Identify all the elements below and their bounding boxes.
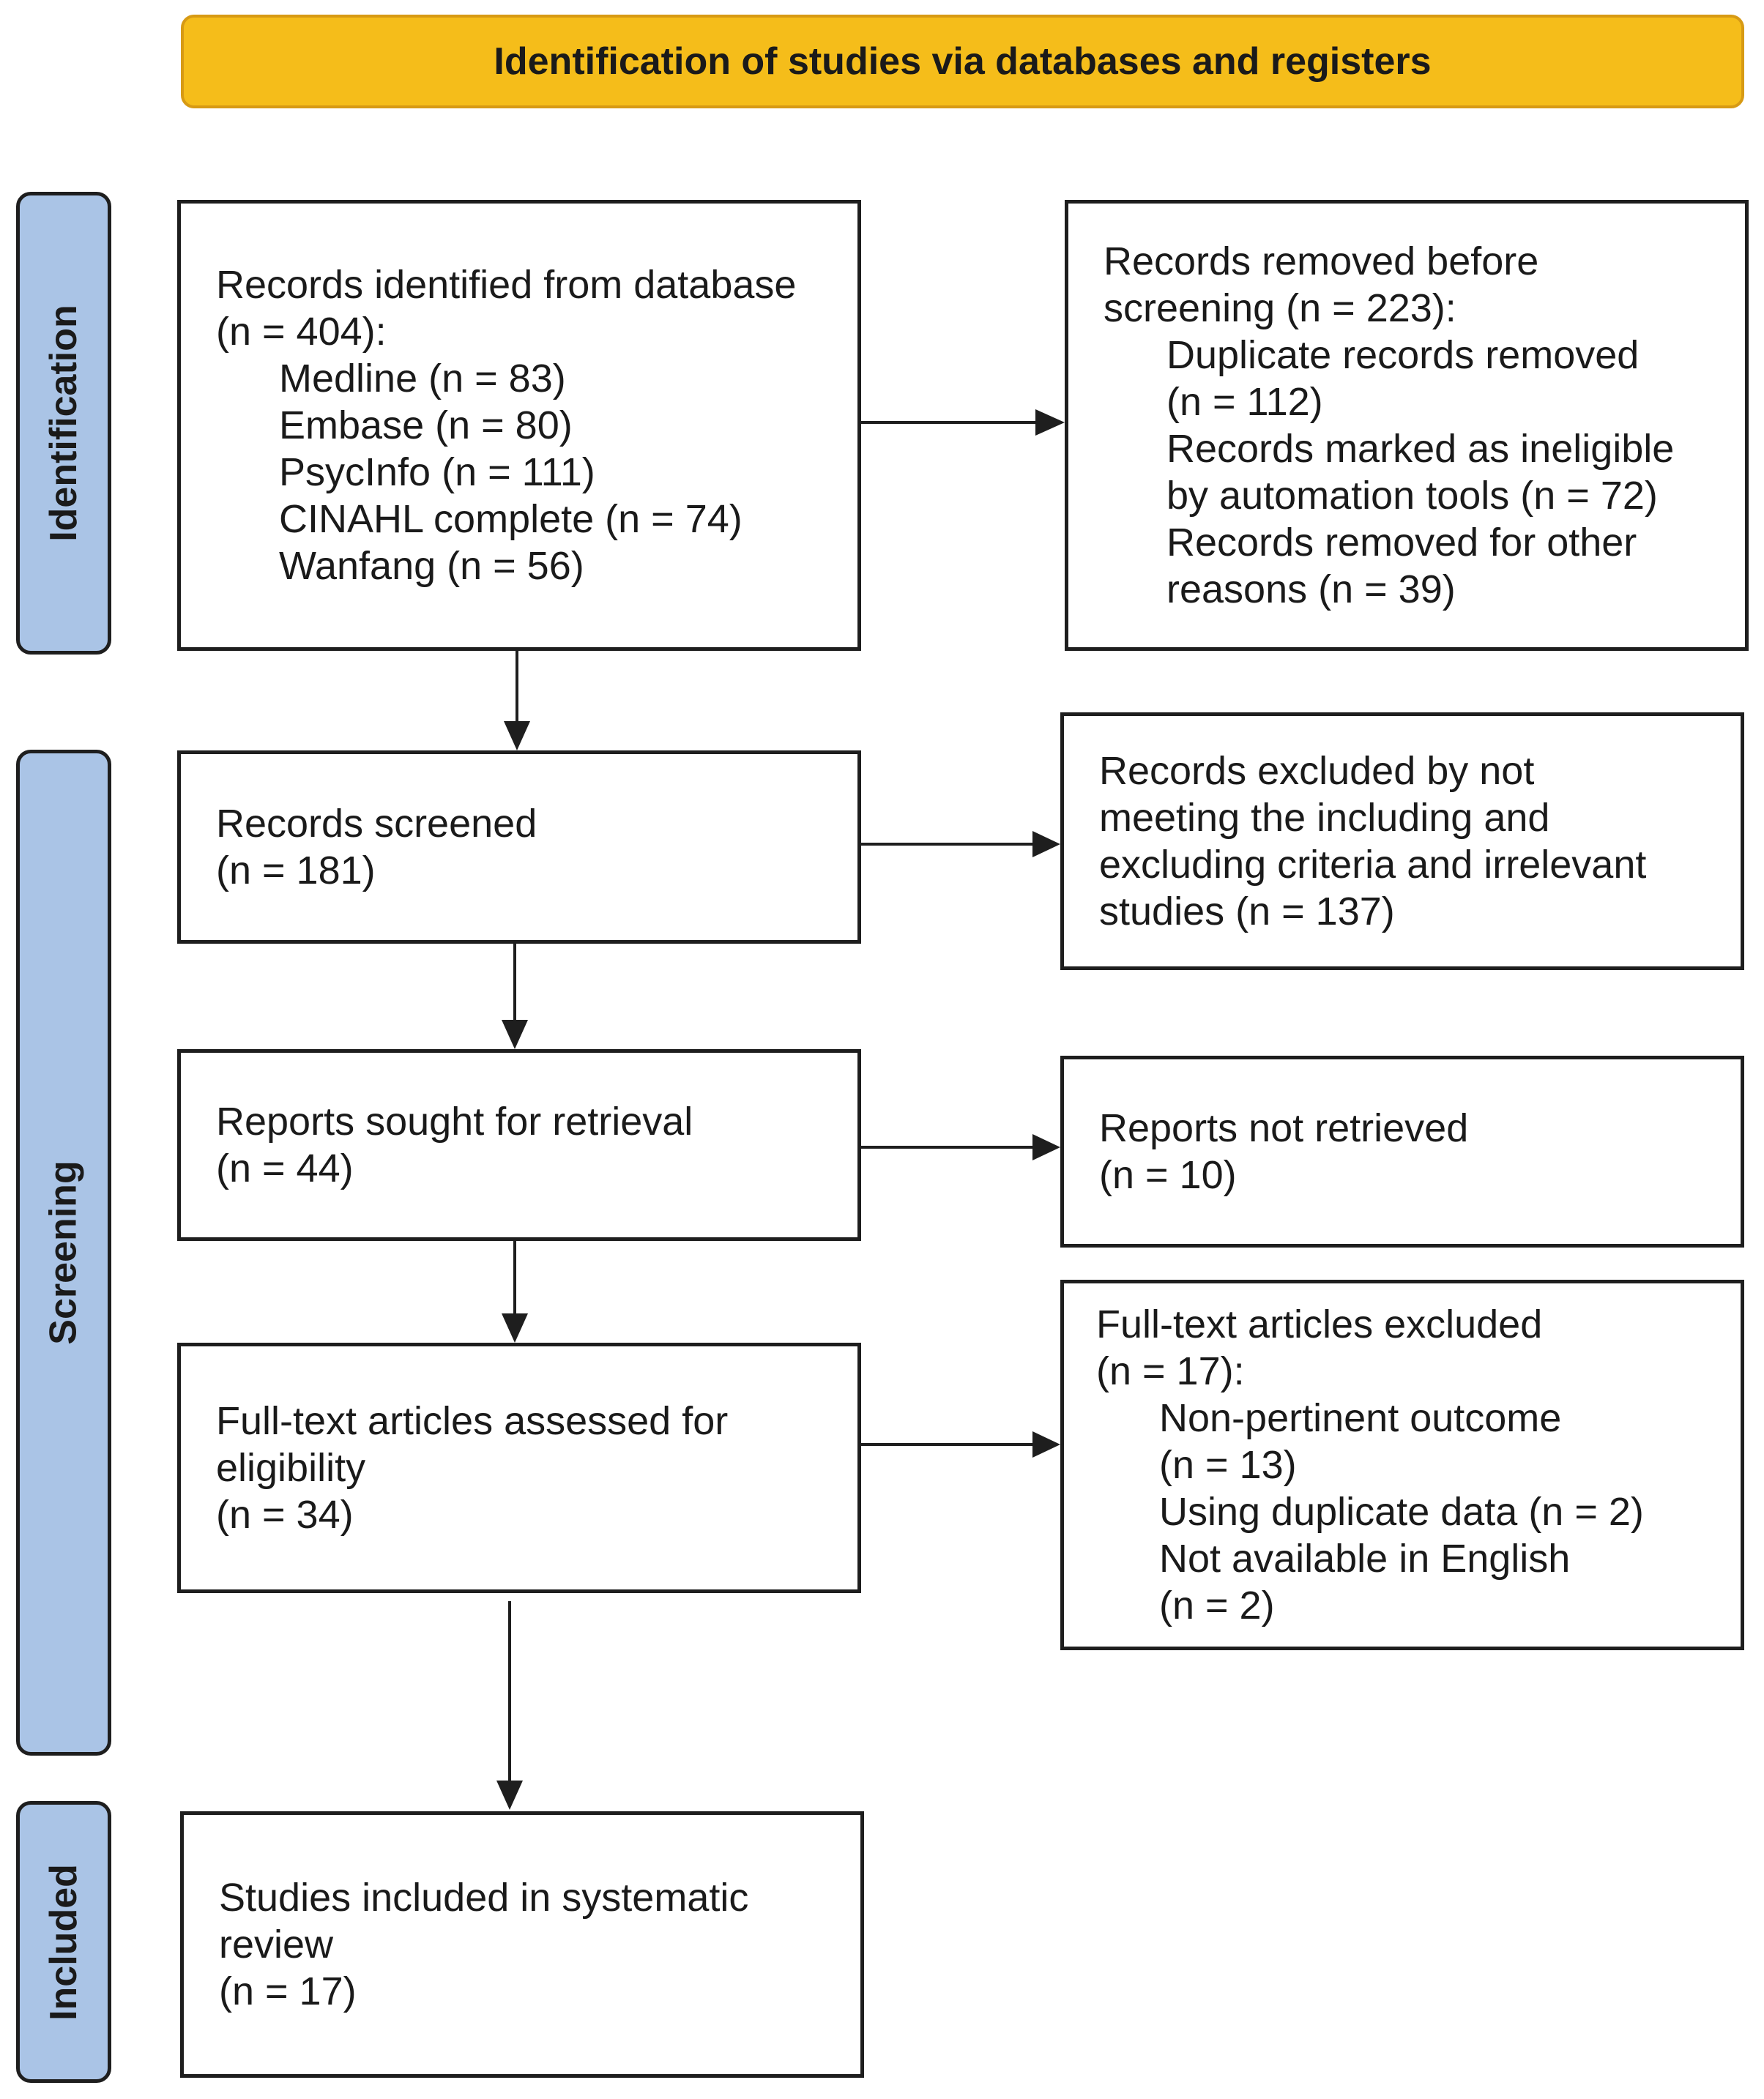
identification-header: Identification of studies via databases …: [181, 15, 1744, 108]
database-cinahl: CINAHL complete (n = 74): [279, 497, 743, 541]
exclusion-reason: (n = 2): [1159, 1584, 1275, 1628]
box-line: meeting the including and: [1099, 796, 1550, 840]
removal-reason: Records removed for other: [1166, 521, 1637, 564]
box-line: Records removed before: [1104, 239, 1539, 283]
database-wanfang: Wanfang (n = 56): [279, 544, 584, 588]
exclusion-reason: Non-pertinent outcome: [1159, 1396, 1562, 1440]
fulltext-assessed-box: Full-text articles assessed for eligibil…: [177, 1343, 861, 1593]
removal-reason: reasons (n = 39): [1166, 567, 1456, 611]
arrowhead-down: [504, 721, 530, 750]
records-identified-box: Records identified from database (n = 40…: [177, 200, 861, 651]
removal-reason: (n = 112): [1166, 380, 1323, 424]
arrowhead-right: [1035, 409, 1065, 436]
box-line: (n = 17):: [1096, 1349, 1245, 1393]
box-line: (n = 404):: [216, 310, 387, 354]
database-embase: Embase (n = 80): [279, 403, 573, 447]
box-line: Reports sought for retrieval: [216, 1100, 693, 1144]
records-removed-box: Records removed before screening (n = 22…: [1065, 200, 1749, 651]
records-screened-box: Records screened (n = 181): [177, 750, 861, 944]
arrowhead-right: [1032, 1134, 1060, 1160]
exclusion-reason: Using duplicate data (n = 2): [1159, 1490, 1644, 1534]
box-line: Records identified from database: [216, 263, 797, 307]
removal-reason: by automation tools (n = 72): [1166, 474, 1658, 518]
reports-not-retrieved-box: Reports not retrieved (n = 10): [1060, 1056, 1744, 1248]
studies-included-box: Studies included in systematic review (n…: [180, 1811, 864, 2078]
stage-included: Included: [16, 1801, 111, 2083]
box-line: studies (n = 137): [1099, 890, 1395, 933]
box-line: eligibility: [216, 1446, 366, 1490]
removal-reason: Duplicate records removed: [1166, 333, 1640, 377]
box-line: (n = 17): [219, 1969, 357, 2013]
arrowhead-down: [502, 1020, 528, 1049]
arrowhead-right: [1032, 831, 1060, 857]
removal-reason: Records marked as ineligible: [1166, 427, 1675, 471]
box-line: Full-text articles assessed for: [216, 1399, 729, 1443]
box-line: Studies included in systematic: [219, 1876, 749, 1920]
box-line: review: [219, 1923, 334, 1966]
exclusion-reason: (n = 13): [1159, 1443, 1297, 1487]
header-title: Identification of studies via databases …: [494, 40, 1432, 83]
reports-sought-box: Reports sought for retrieval (n = 44): [177, 1049, 861, 1241]
box-line: Records screened: [216, 802, 537, 846]
box-line: Records excluded by not: [1099, 749, 1535, 793]
box-line: Reports not retrieved: [1099, 1106, 1469, 1150]
exclusion-reason: Not available in English: [1159, 1537, 1571, 1581]
box-line: (n = 44): [216, 1147, 354, 1190]
fulltext-excluded-box: Full-text articles excluded (n = 17): No…: [1060, 1280, 1744, 1650]
box-line: screening (n = 223):: [1104, 286, 1456, 330]
database-psycinfo: PsycInfo (n = 111): [279, 450, 595, 494]
database-medline: Medline (n = 83): [279, 357, 566, 400]
arrowhead-down: [502, 1313, 528, 1343]
arrowhead-down: [496, 1781, 523, 1810]
box-line: excluding criteria and irrelevant: [1099, 843, 1647, 887]
box-line: (n = 34): [216, 1493, 354, 1537]
box-line: (n = 10): [1099, 1153, 1237, 1197]
box-line: Full-text articles excluded: [1096, 1302, 1543, 1346]
box-line: (n = 181): [216, 849, 376, 892]
stage-identification: Identification: [16, 192, 111, 655]
stage-screening: Screening: [16, 750, 111, 1756]
records-excluded-box: Records excluded by not meeting the incl…: [1060, 712, 1744, 970]
arrowhead-right: [1032, 1431, 1060, 1458]
